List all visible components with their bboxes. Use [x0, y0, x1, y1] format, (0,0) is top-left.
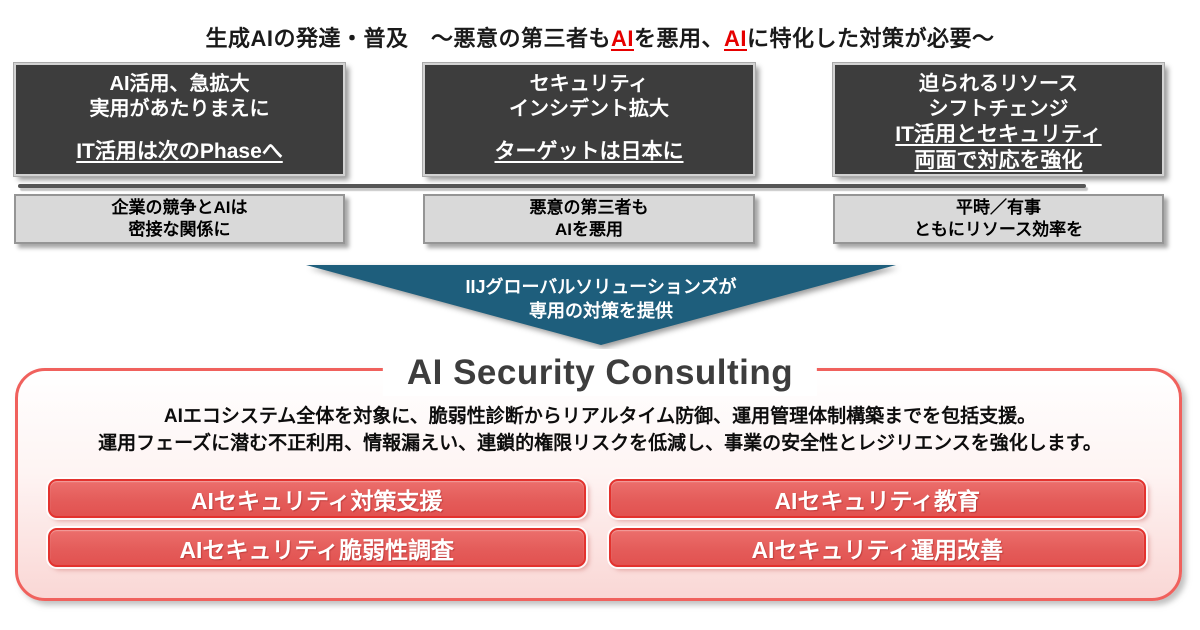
note-box-competition: 企業の競争とAIは 密接な関係に: [14, 194, 345, 244]
solution-description: AIエコシステム全体を対象に、脆弱性診断からリアルタイム防御、運用管理体制構築ま…: [98, 406, 1102, 454]
service-button-countermeasure-support[interactable]: AIセキュリティ対策支援: [48, 479, 586, 518]
title-segment: 生成AIの発達・普及 ～悪意の第三者も: [205, 26, 611, 51]
trend-headline: AI活用、急拡大 実用があたりまえに: [89, 73, 270, 121]
service-button-grid: AIセキュリティ対策支援 AIセキュリティ教育 AIセキュリティ脆弱性調査 AI…: [48, 479, 1146, 567]
solution-title: AI Security Consulting: [382, 349, 818, 396]
title-segment: に特化した対策が必要～: [747, 26, 995, 51]
title-accent-ai-1: AI: [610, 26, 634, 51]
note-box-resource-efficiency: 平時／有事 ともにリソース効率を: [833, 194, 1164, 244]
trend-box-ai-adoption: AI活用、急拡大 実用があたりまえに IT活用は次のPhaseへ: [14, 63, 345, 176]
service-button-operation-improvement[interactable]: AIセキュリティ運用改善: [608, 528, 1146, 567]
trend-emphasis: ターゲットは日本に: [494, 140, 684, 164]
note-box-malicious-actors: 悪意の第三者も AIを悪用: [423, 194, 755, 244]
horizontal-divider: [18, 184, 1086, 188]
down-arrow: IIJグローバルソリューションズが 専用の対策を提供: [306, 265, 896, 345]
trend-emphasis: IT活用とセキュリティ 両面で対応を強化: [895, 123, 1102, 172]
trend-emphasis: IT活用は次のPhaseへ: [76, 140, 283, 164]
trend-box-security-incidents: セキュリティ インシデント拡大 ターゲットは日本に: [423, 63, 755, 176]
service-button-education[interactable]: AIセキュリティ教育: [608, 479, 1146, 518]
trend-headline: 迫られるリソース シフトチェンジ: [919, 73, 1078, 121]
trend-box-resource-shift: 迫られるリソース シフトチェンジ IT活用とセキュリティ 両面で対応を強化: [833, 63, 1164, 176]
title-accent-ai-2: AI: [724, 26, 747, 51]
arrow-caption: IIJグローバルソリューションズが 専用の対策を提供: [465, 277, 737, 321]
page-title: 生成AIの発達・普及 ～悪意の第三者もAIを悪用、AIに特化した対策が必要～: [0, 21, 1200, 53]
service-button-vulnerability-research[interactable]: AIセキュリティ脆弱性調査: [48, 528, 586, 567]
trend-headline: セキュリティ インシデント拡大: [509, 73, 669, 121]
title-segment: を悪用、: [633, 26, 724, 51]
